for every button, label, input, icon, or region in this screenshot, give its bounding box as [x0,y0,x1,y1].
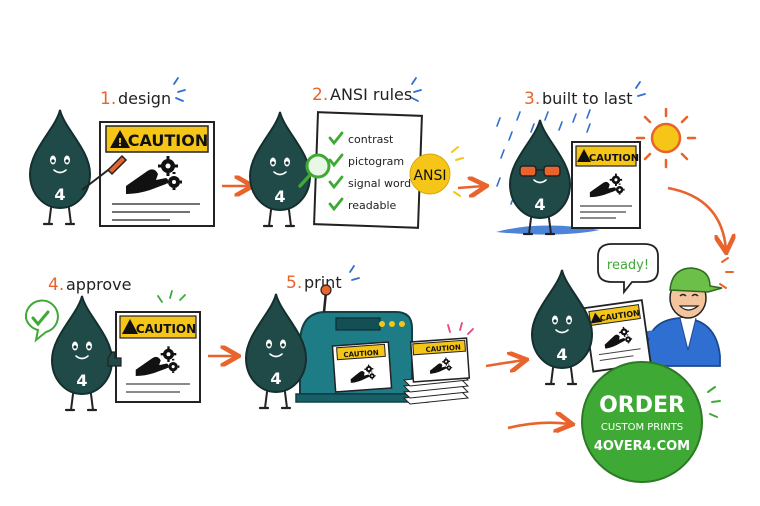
step-5-number: 5. [286,273,302,293]
mascot-number: 4 [274,187,285,206]
step-1: 1. design ! CAUTION 4 [28,77,215,227]
sparkle-icon [349,265,360,281]
checkmark-icon [328,197,344,212]
checkmark-icon [328,175,344,190]
svg-text:contrast: contrast [348,133,394,146]
warning-triangle-icon [110,130,130,148]
printed-sign-stack: CAUTION [402,337,471,405]
cta-line-2: CUSTOM PRINTS [601,422,683,433]
sun-icon [635,107,697,169]
sparkle-icon [173,77,186,102]
mascot-number: 4 [270,369,281,388]
sign-caution-text: CAUTION [128,131,208,150]
sunglasses-icon [519,165,561,177]
magnifier-icon [298,153,331,188]
step-4-label: approve [66,275,131,294]
svg-text:readable: readable [348,199,397,212]
ink-drop-mascot [28,108,92,226]
svg-text:signal word: signal word [348,177,411,190]
checkmark-icon [328,153,344,168]
sparkle-icon [447,322,474,335]
ready-speech-bubble: ready! [597,243,659,295]
ink-drop-mascot [244,292,308,410]
step-5: 5. print CAUTION CAUT [244,265,474,410]
step-2: 2. ANSI rules contrast pictogram signal … [248,77,464,229]
warning-triangle-icon [577,149,591,162]
checklist-item: contrast [328,131,394,146]
sparkle-icon [635,81,646,97]
ready-scene: ready! CAUTION 4 [530,243,734,386]
sign-caution-text: CAUTION [589,153,639,164]
warning-triangle-icon [590,312,603,324]
ansi-checklist-card: contrast pictogram signal word readable [313,111,423,229]
pen-icon [81,154,128,191]
sparkle-icon [411,77,422,102]
warning-triangle-icon [122,319,138,334]
step-3: 3. built to last CAUTION 4 [496,81,697,236]
svg-text:!: ! [117,136,122,149]
step-4-number: 4. [48,275,64,295]
thumbs-up-icon [107,351,122,367]
sparkle-icon [719,257,734,289]
svg-text:ANSI: ANSI [413,168,446,184]
step-4: 4. approve CAUTION 4 [24,275,201,412]
caution-sign-board: CAUTION [571,141,641,229]
svg-text:pictogram: pictogram [348,155,404,168]
cta-line-3: 4OVER4.COM [594,439,690,454]
caution-sign-board: ! CAUTION [99,121,215,227]
checkmark-icon [31,310,50,327]
step-2-label: ANSI rules [330,85,412,104]
checkmark-icon [328,131,344,146]
checklist-item: signal word [328,175,411,190]
sheet-caution-text: CAUTION [343,349,379,359]
caution-sign-board: CAUTION [115,311,201,403]
printer-machine: CAUTION [295,284,429,403]
order-cta-badge[interactable]: ORDER CUSTOM PRINTS 4OVER4.COM [581,361,721,483]
delivery-person [628,267,723,367]
ansi-badge: ANSI [409,146,464,197]
step-3-label: built to last [542,89,633,108]
step-1-number: 1. [100,89,116,109]
mascot-number: 4 [54,185,65,204]
step-3-number: 3. [524,89,540,109]
arrow-3-to-ready [667,186,726,250]
arrow-2-to-3 [457,186,484,188]
sign-caution-text: CAUTION [136,322,196,336]
sparkle-icon [157,290,186,303]
checklist-item: pictogram [328,153,404,168]
arrow-to-order [507,423,570,428]
ink-drop-mascot [248,110,312,228]
ink-drop-mascot [530,268,594,386]
step-2-number: 2. [312,85,328,105]
ink-drop-mascot [508,118,572,236]
caution-sign-board: CAUTION [583,299,652,373]
mascot-number: 4 [534,195,545,214]
approval-speech-bubble [24,299,59,343]
sheet-caution-text: CAUTION [425,344,461,354]
mascot-number: 4 [556,345,567,364]
sparkle-icon [707,386,721,418]
step-1-label: design [118,89,171,108]
step-5-label: print [304,273,342,292]
svg-text:ready!: ready! [607,258,649,273]
mascot-number: 4 [76,371,87,390]
cta-line-1: ORDER [599,393,685,418]
arrow-5-to-ready [485,360,524,366]
checklist-item: readable [328,197,397,212]
ink-drop-mascot [50,294,114,412]
